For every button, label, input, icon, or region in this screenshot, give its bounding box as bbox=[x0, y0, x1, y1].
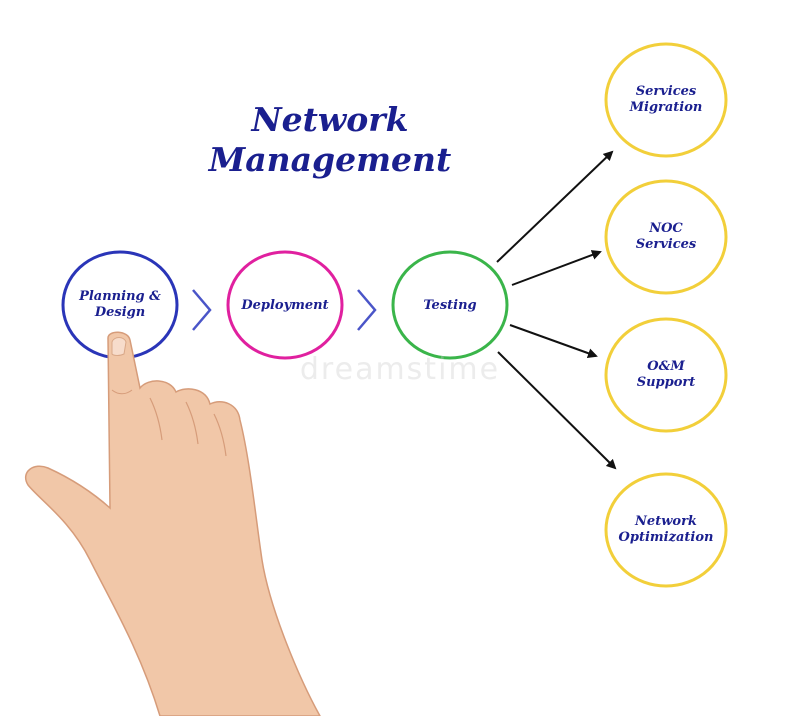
arrow-to-om-support bbox=[509, 324, 598, 358]
stage-label-line-2: Design bbox=[94, 305, 146, 320]
outcome-label-line-1: Services bbox=[635, 84, 697, 99]
title-line-2: Management bbox=[208, 140, 452, 179]
outcome-label-line-1: NOC bbox=[649, 221, 683, 236]
chevron-icon bbox=[357, 289, 377, 331]
watermark-text: dreamstime bbox=[299, 352, 501, 387]
outcome-circle-network-optimization bbox=[604, 472, 728, 588]
chevron-icon bbox=[192, 289, 212, 331]
outcome-label-om-support: O&M Support bbox=[606, 359, 726, 391]
outcome-label-line-2: Migration bbox=[629, 100, 703, 115]
outcome-label-line-2: Services bbox=[635, 237, 697, 252]
outcome-label-line-2: Support bbox=[636, 375, 696, 390]
outcome-label-line-2: Optimization bbox=[618, 530, 714, 545]
stage-label-planning: Planning & Design bbox=[63, 289, 177, 321]
outcome-circle-services-migration bbox=[604, 42, 728, 158]
arrow-to-services-migration bbox=[496, 150, 614, 263]
outcome-label-noc-services: NOC Services bbox=[606, 221, 726, 253]
outcome-label-services-migration: Services Migration bbox=[606, 84, 726, 116]
stage-label-line-1: Deployment bbox=[241, 298, 329, 313]
outcome-label-line-1: Network bbox=[635, 514, 697, 529]
stage-label-deployment: Deployment bbox=[228, 298, 342, 314]
pointing-hand-illustration bbox=[25, 331, 321, 716]
diagram-title: Network Management bbox=[170, 100, 490, 180]
arrow-to-noc-services bbox=[511, 250, 602, 286]
outcome-label-line-1: O&M bbox=[647, 359, 685, 374]
stage-label-line-1: Testing bbox=[423, 298, 477, 313]
title-line-1: Network bbox=[251, 100, 409, 139]
stage-label-line-1: Planning & bbox=[79, 289, 161, 304]
stage-label-testing: Testing bbox=[393, 298, 507, 314]
arrow-to-network-optimization bbox=[497, 351, 617, 470]
outcome-circle-om-support bbox=[604, 317, 728, 433]
outcome-label-network-optimization: Network Optimization bbox=[606, 514, 726, 546]
outcome-circle-noc-services bbox=[604, 179, 728, 295]
stage-circle-deployment bbox=[226, 250, 344, 360]
stage-circle-testing bbox=[391, 250, 509, 360]
